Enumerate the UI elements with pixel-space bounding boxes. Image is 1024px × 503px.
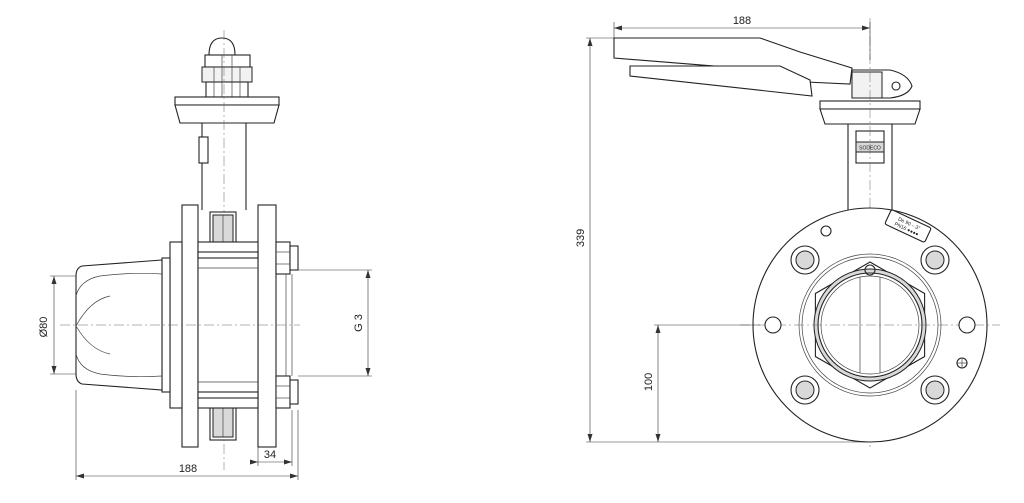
front-view: SODECO bbox=[575, 15, 1000, 450]
dim-thread-label: G 3 bbox=[353, 314, 365, 332]
dim-flange-offset-label: 34 bbox=[264, 449, 276, 461]
side-pipe-coupling bbox=[60, 257, 300, 393]
dim-side-width: 188 bbox=[75, 390, 299, 480]
front-handle-lever bbox=[613, 37, 913, 99]
dim-overall-height-label: 339 bbox=[575, 229, 587, 247]
dim-axis-height: 100 bbox=[643, 324, 760, 442]
dim-thread: G 3 bbox=[298, 269, 372, 377]
side-top-plate bbox=[174, 96, 280, 124]
side-view: Ø80 G 3 188 34 bbox=[38, 30, 372, 480]
side-bolts bbox=[275, 241, 299, 409]
dim-side-width-label: 188 bbox=[179, 463, 197, 475]
side-valve-body bbox=[169, 211, 259, 441]
dim-axis-height-label: 100 bbox=[643, 373, 655, 391]
dim-flange-offset: 34 bbox=[250, 410, 293, 466]
dim-pipe-diameter-label: Ø80 bbox=[38, 317, 50, 338]
front-markings: De 90 – 3" PN16 ●●●● bbox=[820, 209, 968, 369]
dim-handle-length: 188 bbox=[613, 15, 871, 60]
side-left-flange bbox=[181, 204, 199, 448]
front-bolt-holes bbox=[764, 245, 976, 405]
dim-overall-height: 339 bbox=[575, 37, 870, 443]
side-right-flange bbox=[257, 204, 277, 448]
dim-pipe-diameter: Ø80 bbox=[38, 275, 76, 375]
dim-handle-length-label: 188 bbox=[733, 15, 751, 27]
side-actuator bbox=[201, 37, 253, 98]
